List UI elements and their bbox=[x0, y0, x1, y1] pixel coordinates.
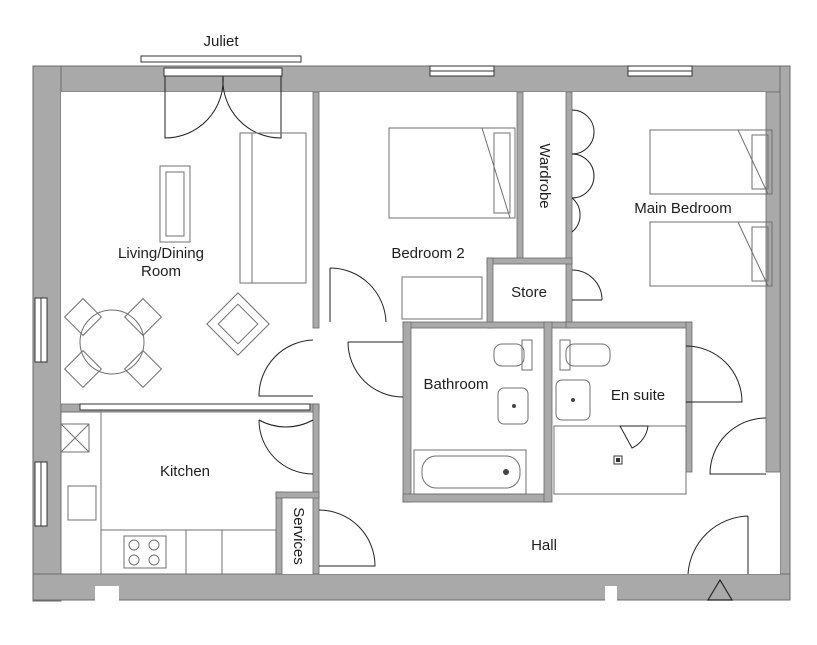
windows bbox=[34, 55, 693, 527]
entrance-marker bbox=[706, 578, 734, 601]
door-bedroom2 bbox=[329, 267, 387, 323]
door-store bbox=[571, 269, 603, 301]
door-services bbox=[318, 509, 376, 567]
label-kitchen: Kitchen bbox=[160, 463, 210, 480]
label-living-2: Room bbox=[141, 263, 181, 280]
toilet bbox=[493, 343, 525, 367]
label-living-1: Living/Dining bbox=[118, 245, 204, 262]
label-en-suite: En suite bbox=[611, 387, 665, 404]
ensuite-toilet bbox=[565, 343, 611, 367]
desk bbox=[401, 276, 483, 320]
door-kitchen bbox=[258, 419, 314, 475]
ensuite-basin bbox=[555, 379, 591, 421]
sink bbox=[67, 485, 97, 521]
door-living bbox=[258, 339, 314, 397]
armchair bbox=[206, 292, 270, 356]
main-bed-top bbox=[649, 129, 773, 195]
dining-table bbox=[79, 309, 145, 375]
bath bbox=[413, 449, 527, 495]
chair bbox=[123, 297, 163, 337]
label-main-bedroom: Main Bedroom bbox=[634, 200, 732, 217]
kitchen-worktop bbox=[60, 411, 102, 575]
chair bbox=[63, 349, 103, 389]
coffee-table bbox=[159, 165, 191, 243]
bed-2 bbox=[388, 127, 516, 219]
label-services: Services bbox=[290, 507, 307, 565]
chair bbox=[63, 297, 103, 337]
door-juliet-left bbox=[164, 75, 224, 139]
door-front bbox=[687, 515, 749, 575]
wardrobe-doors bbox=[571, 109, 595, 233]
juliet-balcony bbox=[140, 55, 302, 63]
basin bbox=[497, 387, 529, 425]
label-hall: Hall bbox=[531, 537, 557, 554]
furniture bbox=[60, 127, 773, 601]
sliding-door bbox=[79, 403, 311, 411]
fridge bbox=[185, 529, 223, 575]
door-main-bedroom bbox=[709, 417, 767, 475]
label-wardrobe: Wardrobe bbox=[536, 143, 553, 208]
chair bbox=[123, 349, 163, 389]
doors bbox=[164, 75, 767, 575]
room-labels: Juliet Living/Dining Room Bedroom 2 Ward… bbox=[118, 33, 732, 565]
door-bathroom bbox=[347, 341, 404, 398]
label-juliet: Juliet bbox=[203, 33, 239, 50]
cooker bbox=[123, 535, 167, 569]
door-ensuite bbox=[685, 345, 743, 403]
label-bedroom2: Bedroom 2 bbox=[391, 245, 464, 262]
hob-box bbox=[60, 423, 90, 453]
main-bed-bottom bbox=[649, 221, 773, 287]
door-juliet-right bbox=[222, 75, 282, 139]
label-bathroom: Bathroom bbox=[423, 376, 488, 393]
inner-walls bbox=[60, 91, 781, 575]
outer-walls bbox=[32, 65, 791, 604]
label-store: Store bbox=[511, 284, 547, 301]
